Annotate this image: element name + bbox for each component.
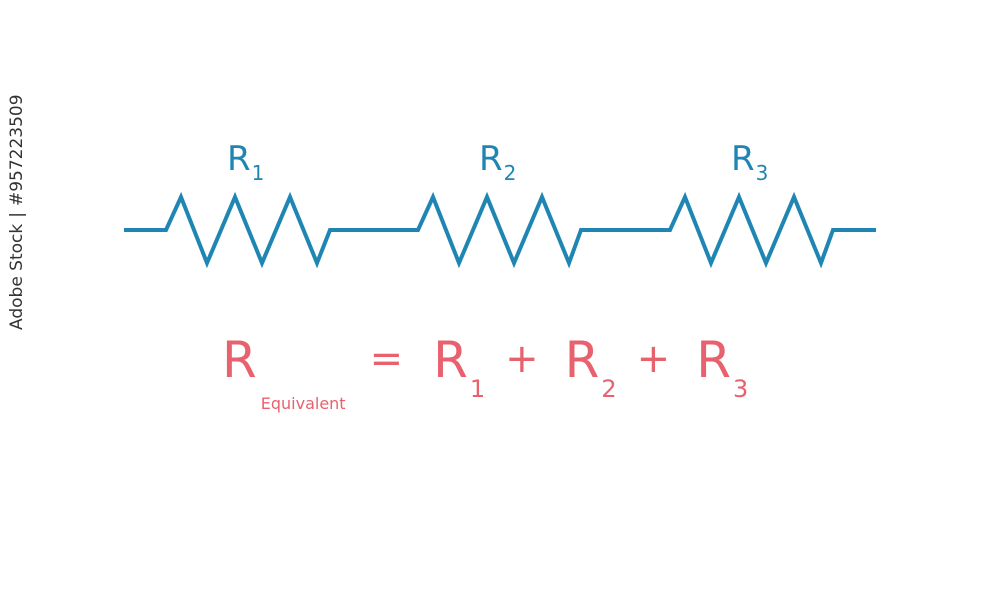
equation-letter: R	[564, 331, 600, 389]
stock-watermark-id: Adobe Stock | #957223509	[2, 90, 32, 330]
watermark-id: #957223509	[7, 94, 27, 207]
series-circuit-wire	[124, 191, 876, 269]
plus-sign: +	[636, 336, 671, 382]
resistor-letter: R	[227, 139, 251, 179]
resistor-label-r3: R3	[731, 139, 768, 183]
equation-term-r1: R1	[433, 335, 485, 401]
equation-term-r3: R3	[696, 335, 748, 401]
resistor-letter: R	[731, 139, 755, 179]
resistor-subscript: 3	[755, 161, 769, 185]
resistor-label-r1: R1	[227, 139, 264, 183]
resistor-subscript: 1	[251, 161, 265, 185]
watermark-brand: Adobe Stock	[7, 223, 27, 330]
equation-subscript: 3	[732, 375, 749, 403]
equals-sign: =	[369, 336, 404, 382]
equation-lhs: REquivalent	[222, 335, 346, 412]
resistor-letter: R	[479, 139, 503, 179]
equation-letter: R	[222, 331, 257, 389]
equation-letter: R	[696, 331, 731, 389]
equation-subscript: 1	[469, 375, 486, 403]
equivalent-resistance-equation: REquivalent = R1 + R2 + R3	[222, 335, 748, 412]
equation-subscript: 2	[601, 375, 617, 403]
equation-letter: R	[433, 331, 468, 389]
watermark-separator: |	[7, 212, 27, 218]
plus-sign: +	[505, 336, 539, 382]
resistor-label-r2: R2	[479, 139, 516, 183]
equation-subscript: Equivalent	[260, 394, 346, 413]
equation-term-r2: R2	[565, 335, 617, 401]
resistor-subscript: 2	[503, 161, 517, 185]
